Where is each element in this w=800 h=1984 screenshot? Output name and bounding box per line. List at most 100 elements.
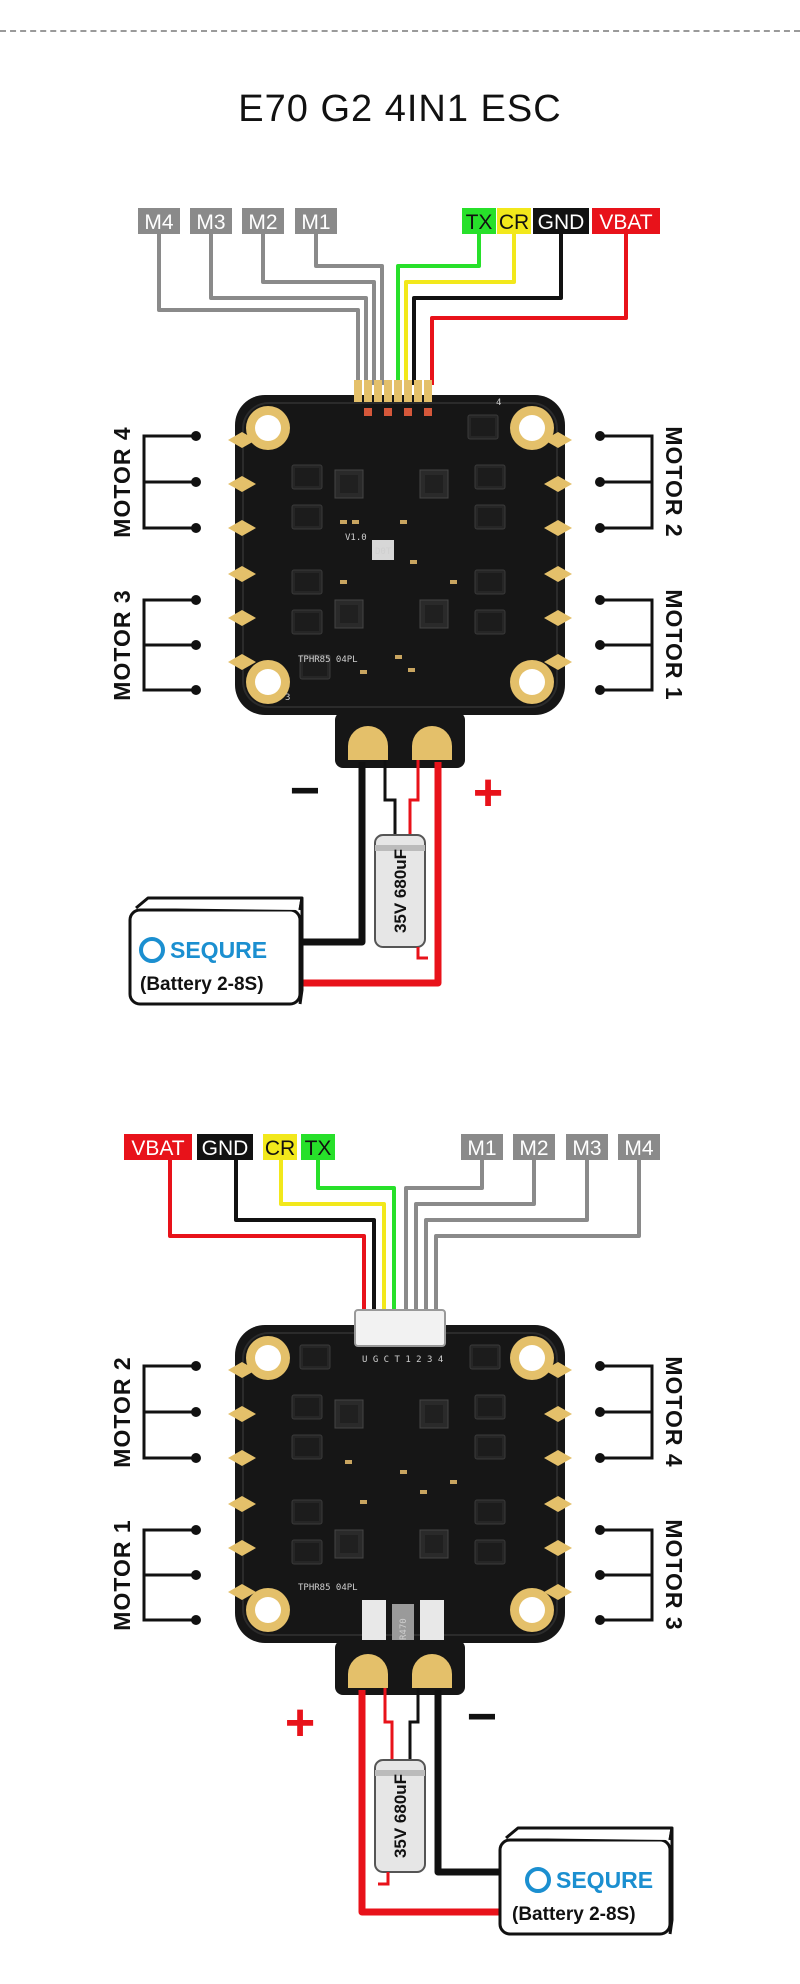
label2-m3: M3 (566, 1134, 608, 1160)
svg-text:TX: TX (466, 211, 493, 234)
svg-text:M1: M1 (467, 1137, 496, 1160)
wire2-m4 (434, 1160, 641, 1318)
label-vbat: VBAT (592, 208, 660, 234)
svg-text:SEQURE: SEQURE (170, 937, 267, 963)
label-m3: M3 (190, 208, 232, 234)
svg-text:3: 3 (285, 693, 290, 703)
wire-positive (300, 762, 442, 987)
polarity-plus: + (473, 764, 503, 822)
jst-connector (354, 1309, 446, 1347)
inductor (372, 540, 394, 560)
svg-text:TX: TX (305, 1137, 332, 1160)
label2-vbat: VBAT (124, 1134, 192, 1160)
svg-text:4: 4 (496, 398, 501, 408)
motor2-label-left-bottom: MOTOR 1 (109, 1519, 135, 1630)
svg-text:TPHR85 04PL: TPHR85 04PL (298, 655, 358, 665)
svg-text:M4: M4 (624, 1137, 653, 1160)
svg-text:M2: M2 (248, 211, 277, 234)
sequre-logo-icon-2 (525, 1867, 551, 1893)
sequre-logo-icon (139, 937, 165, 963)
label-m2: M2 (242, 208, 284, 234)
svg-text:35V 680uF: 35V 680uF (391, 1774, 410, 1858)
wire-m1 (314, 232, 384, 385)
capacitor-top: 35V 680uF (374, 834, 428, 960)
label-cr: CR (497, 208, 531, 234)
page-title: E70 G2 4IN1 ESC (238, 88, 562, 130)
capacitor-bottom: 35V 680uF (374, 1759, 426, 1886)
battery-bottom: SEQURE (Battery 2-8S) (498, 1826, 674, 1936)
wire-vbat (430, 232, 628, 385)
label-m1: M1 (295, 208, 337, 234)
diagram-bottom: VBAT GND CR TX M1 M2 M3 M4 (109, 1134, 687, 1936)
svg-text:M1: M1 (301, 211, 330, 234)
motor2-label-left-top: MOTOR 2 (109, 1356, 135, 1467)
label-gnd: GND (533, 208, 589, 234)
motor-bracket-right-top (600, 434, 654, 530)
motor-label-right-top: MOTOR 2 (661, 426, 687, 537)
wire2-cr (279, 1160, 386, 1318)
motor-bracket-left-top (142, 434, 196, 530)
diagram-top: M4 M3 M2 M1 TX CR GND VBAT (109, 208, 687, 1006)
motor2-bracket-right-top (600, 1364, 654, 1460)
svg-text:CR: CR (499, 211, 529, 234)
svg-text:VBAT: VBAT (131, 1137, 184, 1160)
esc-board-bottom: U G C T 1 2 3 4 TPHR85 04PL R470 (228, 1309, 572, 1695)
polarity2-plus: + (285, 1694, 315, 1752)
wire-gnd (412, 232, 563, 385)
wire2-positive (358, 1690, 500, 1916)
wire-tx (396, 232, 481, 385)
top-dashed-divider (0, 30, 800, 32)
wire-m3 (209, 232, 368, 385)
svg-text:SEQURE: SEQURE (556, 1867, 653, 1893)
wire-m2 (261, 232, 376, 385)
motor2-label-right-bottom: MOTOR 3 (661, 1519, 687, 1630)
esc-board-top: D0T V1.0 TPHR85 04PL 3 4 (228, 380, 572, 768)
svg-text:R470: R470 (399, 1618, 409, 1640)
polarity-minus: − (290, 762, 320, 820)
svg-text:VBAT: VBAT (599, 211, 652, 234)
battery-top: SEQURE (Battery 2-8S) (128, 896, 304, 1006)
svg-text:U G C T 1 2 3 4: U G C T 1 2 3 4 (362, 1355, 443, 1365)
svg-text:M3: M3 (196, 211, 225, 234)
motor-bracket-left-bottom (142, 598, 196, 692)
motor-bracket-right-bottom (600, 598, 654, 692)
svg-text:CR: CR (265, 1137, 295, 1160)
svg-text:(Battery 2-8S): (Battery 2-8S) (512, 1904, 636, 1925)
label2-cr: CR (263, 1134, 297, 1160)
wire2-m3 (424, 1160, 589, 1318)
wire-negative (300, 762, 366, 946)
motor-label-left-bottom: MOTOR 3 (109, 589, 135, 700)
wire2-tx (316, 1160, 396, 1318)
label2-gnd: GND (197, 1134, 253, 1160)
wire-m4 (157, 232, 360, 385)
wire2-vbat (168, 1160, 366, 1318)
svg-text:GND: GND (202, 1137, 249, 1160)
label2-m1: M1 (461, 1134, 503, 1160)
motor2-bracket-left-bottom (142, 1528, 196, 1622)
motor-label-left-top: MOTOR 4 (109, 426, 135, 537)
label2-tx: TX (301, 1134, 335, 1160)
wire-cr (404, 232, 516, 385)
svg-text:M3: M3 (572, 1137, 601, 1160)
wire2-gnd (234, 1160, 376, 1318)
polarity2-minus: − (467, 1688, 497, 1746)
motor-label-right-bottom: MOTOR 1 (661, 589, 687, 700)
svg-text:D0T: D0T (375, 547, 392, 557)
wire2-m1 (404, 1160, 484, 1318)
svg-text:GND: GND (538, 211, 585, 234)
svg-text:M2: M2 (519, 1137, 548, 1160)
label2-m2: M2 (513, 1134, 555, 1160)
svg-text:M4: M4 (144, 211, 173, 234)
wire2-m2 (414, 1160, 536, 1318)
svg-text:35V 680uF: 35V 680uF (391, 849, 410, 933)
svg-text:V1.0: V1.0 (345, 533, 367, 543)
label-m4: M4 (138, 208, 180, 234)
svg-text:(Battery 2-8S): (Battery 2-8S) (140, 974, 264, 995)
motor2-label-right-top: MOTOR 4 (661, 1356, 687, 1467)
label-tx: TX (462, 208, 496, 234)
motor2-bracket-left-top (142, 1364, 196, 1460)
wire2-negative (434, 1690, 500, 1876)
label2-m4: M4 (618, 1134, 660, 1160)
svg-text:TPHR85 04PL: TPHR85 04PL (298, 1583, 358, 1593)
